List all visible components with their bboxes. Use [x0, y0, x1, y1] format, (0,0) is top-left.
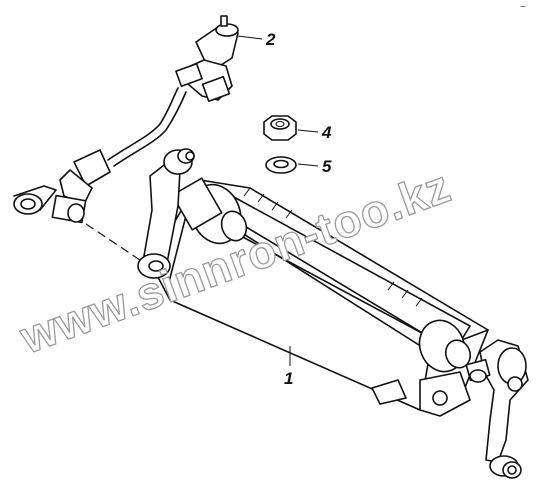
pipe-assembly [13, 15, 239, 261]
corner-mark: ~ [520, 2, 526, 13]
callout-4: 4 [321, 123, 332, 142]
callout-2: 2 [265, 30, 276, 49]
callout-5: 5 [322, 157, 332, 176]
washer [265, 156, 297, 174]
cylinder-assembly [137, 148, 529, 479]
callout-1: 1 [284, 369, 293, 388]
leader-line-5 [297, 163, 319, 167]
leader-line-4 [297, 129, 319, 133]
leader-line-2 [237, 35, 263, 40]
nut [263, 115, 297, 141]
